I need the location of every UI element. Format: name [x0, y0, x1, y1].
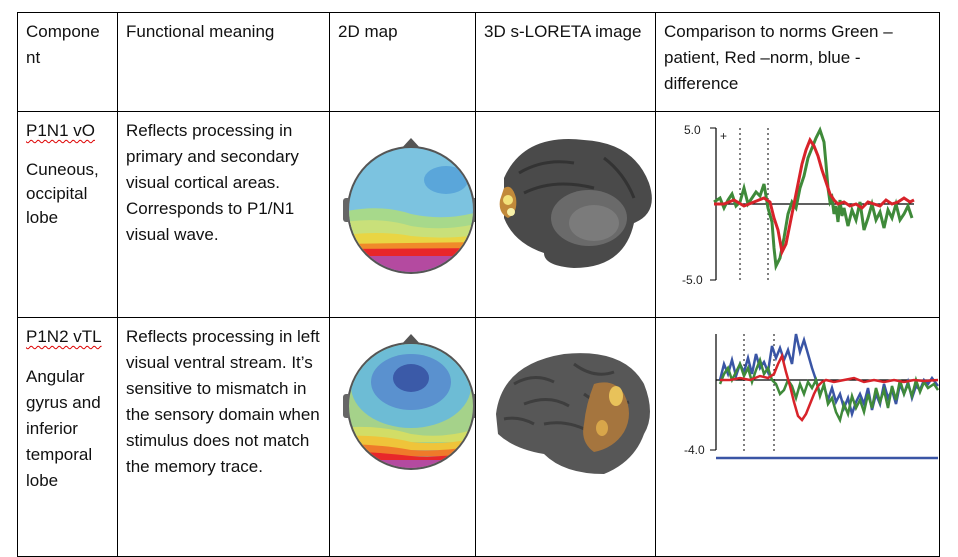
component-cell: P1N1 vO Cuneous, occipital lobe [17, 111, 118, 318]
left-ear [343, 198, 351, 222]
table-row-p1n1: P1N1 vO Cuneous, occipital lobe Reflects… [17, 111, 940, 318]
component-code: P1N2 vTL [26, 327, 102, 346]
header-component: Compone nt [17, 12, 118, 112]
3d-sloreta-cell [475, 111, 656, 318]
component-region: Angular gyrus and inferior temporal lobe [26, 367, 101, 490]
meaning-cell: Reflects processing in primary and secon… [117, 111, 330, 318]
y-top-label: 5.0 [684, 123, 701, 137]
2d-map-cell [329, 111, 476, 318]
sloreta-brain-lateral [496, 353, 650, 474]
3d-sloreta-cell [475, 317, 656, 557]
header-3d-sloreta: 3D s-LORETA image [475, 12, 656, 112]
norm-series [720, 352, 939, 422]
topographic-head-map [343, 334, 475, 470]
sloreta-brain-medial [499, 139, 652, 268]
erp-waveform-plot-1: 5.0 -5.0 + [682, 123, 915, 287]
component-region: Cuneous, occipital lobe [26, 160, 99, 227]
patient-series [713, 126, 914, 272]
header-functional-meaning: Functional meaning [117, 12, 330, 112]
table-row-p1n2: P1N2 vTL Angular gyrus and inferior temp… [17, 317, 940, 557]
nose-marker [400, 334, 422, 346]
nose-marker [400, 138, 422, 150]
y-bottom-label: -4.0 [684, 443, 705, 457]
topographic-head-map [343, 138, 475, 274]
erp-comparison-cell: -4.0 [655, 317, 940, 557]
erp-component-table: Compone nt Functional meaning 2D map 3D … [17, 12, 940, 557]
component-cell: P1N2 vTL Angular gyrus and inferior temp… [17, 317, 118, 557]
norm-series [714, 136, 915, 257]
meaning-cell: Reflects processing in left visual ventr… [117, 317, 330, 557]
plus-mark: + [720, 129, 727, 143]
header-row: Compone nt Functional meaning 2D map 3D … [17, 12, 940, 112]
2d-map-cell [329, 317, 476, 557]
erp-waveform-plot-2: -4.0 [684, 333, 939, 460]
erp-comparison-cell: 5.0 -5.0 + [655, 111, 940, 318]
header-comparison: Comparison to norms Green – patient, Red… [655, 12, 940, 112]
header-2d-map: 2D map [329, 12, 476, 112]
y-bottom-label: -5.0 [682, 273, 703, 287]
component-code: P1N1 vO [26, 121, 95, 140]
left-ear [343, 394, 351, 418]
